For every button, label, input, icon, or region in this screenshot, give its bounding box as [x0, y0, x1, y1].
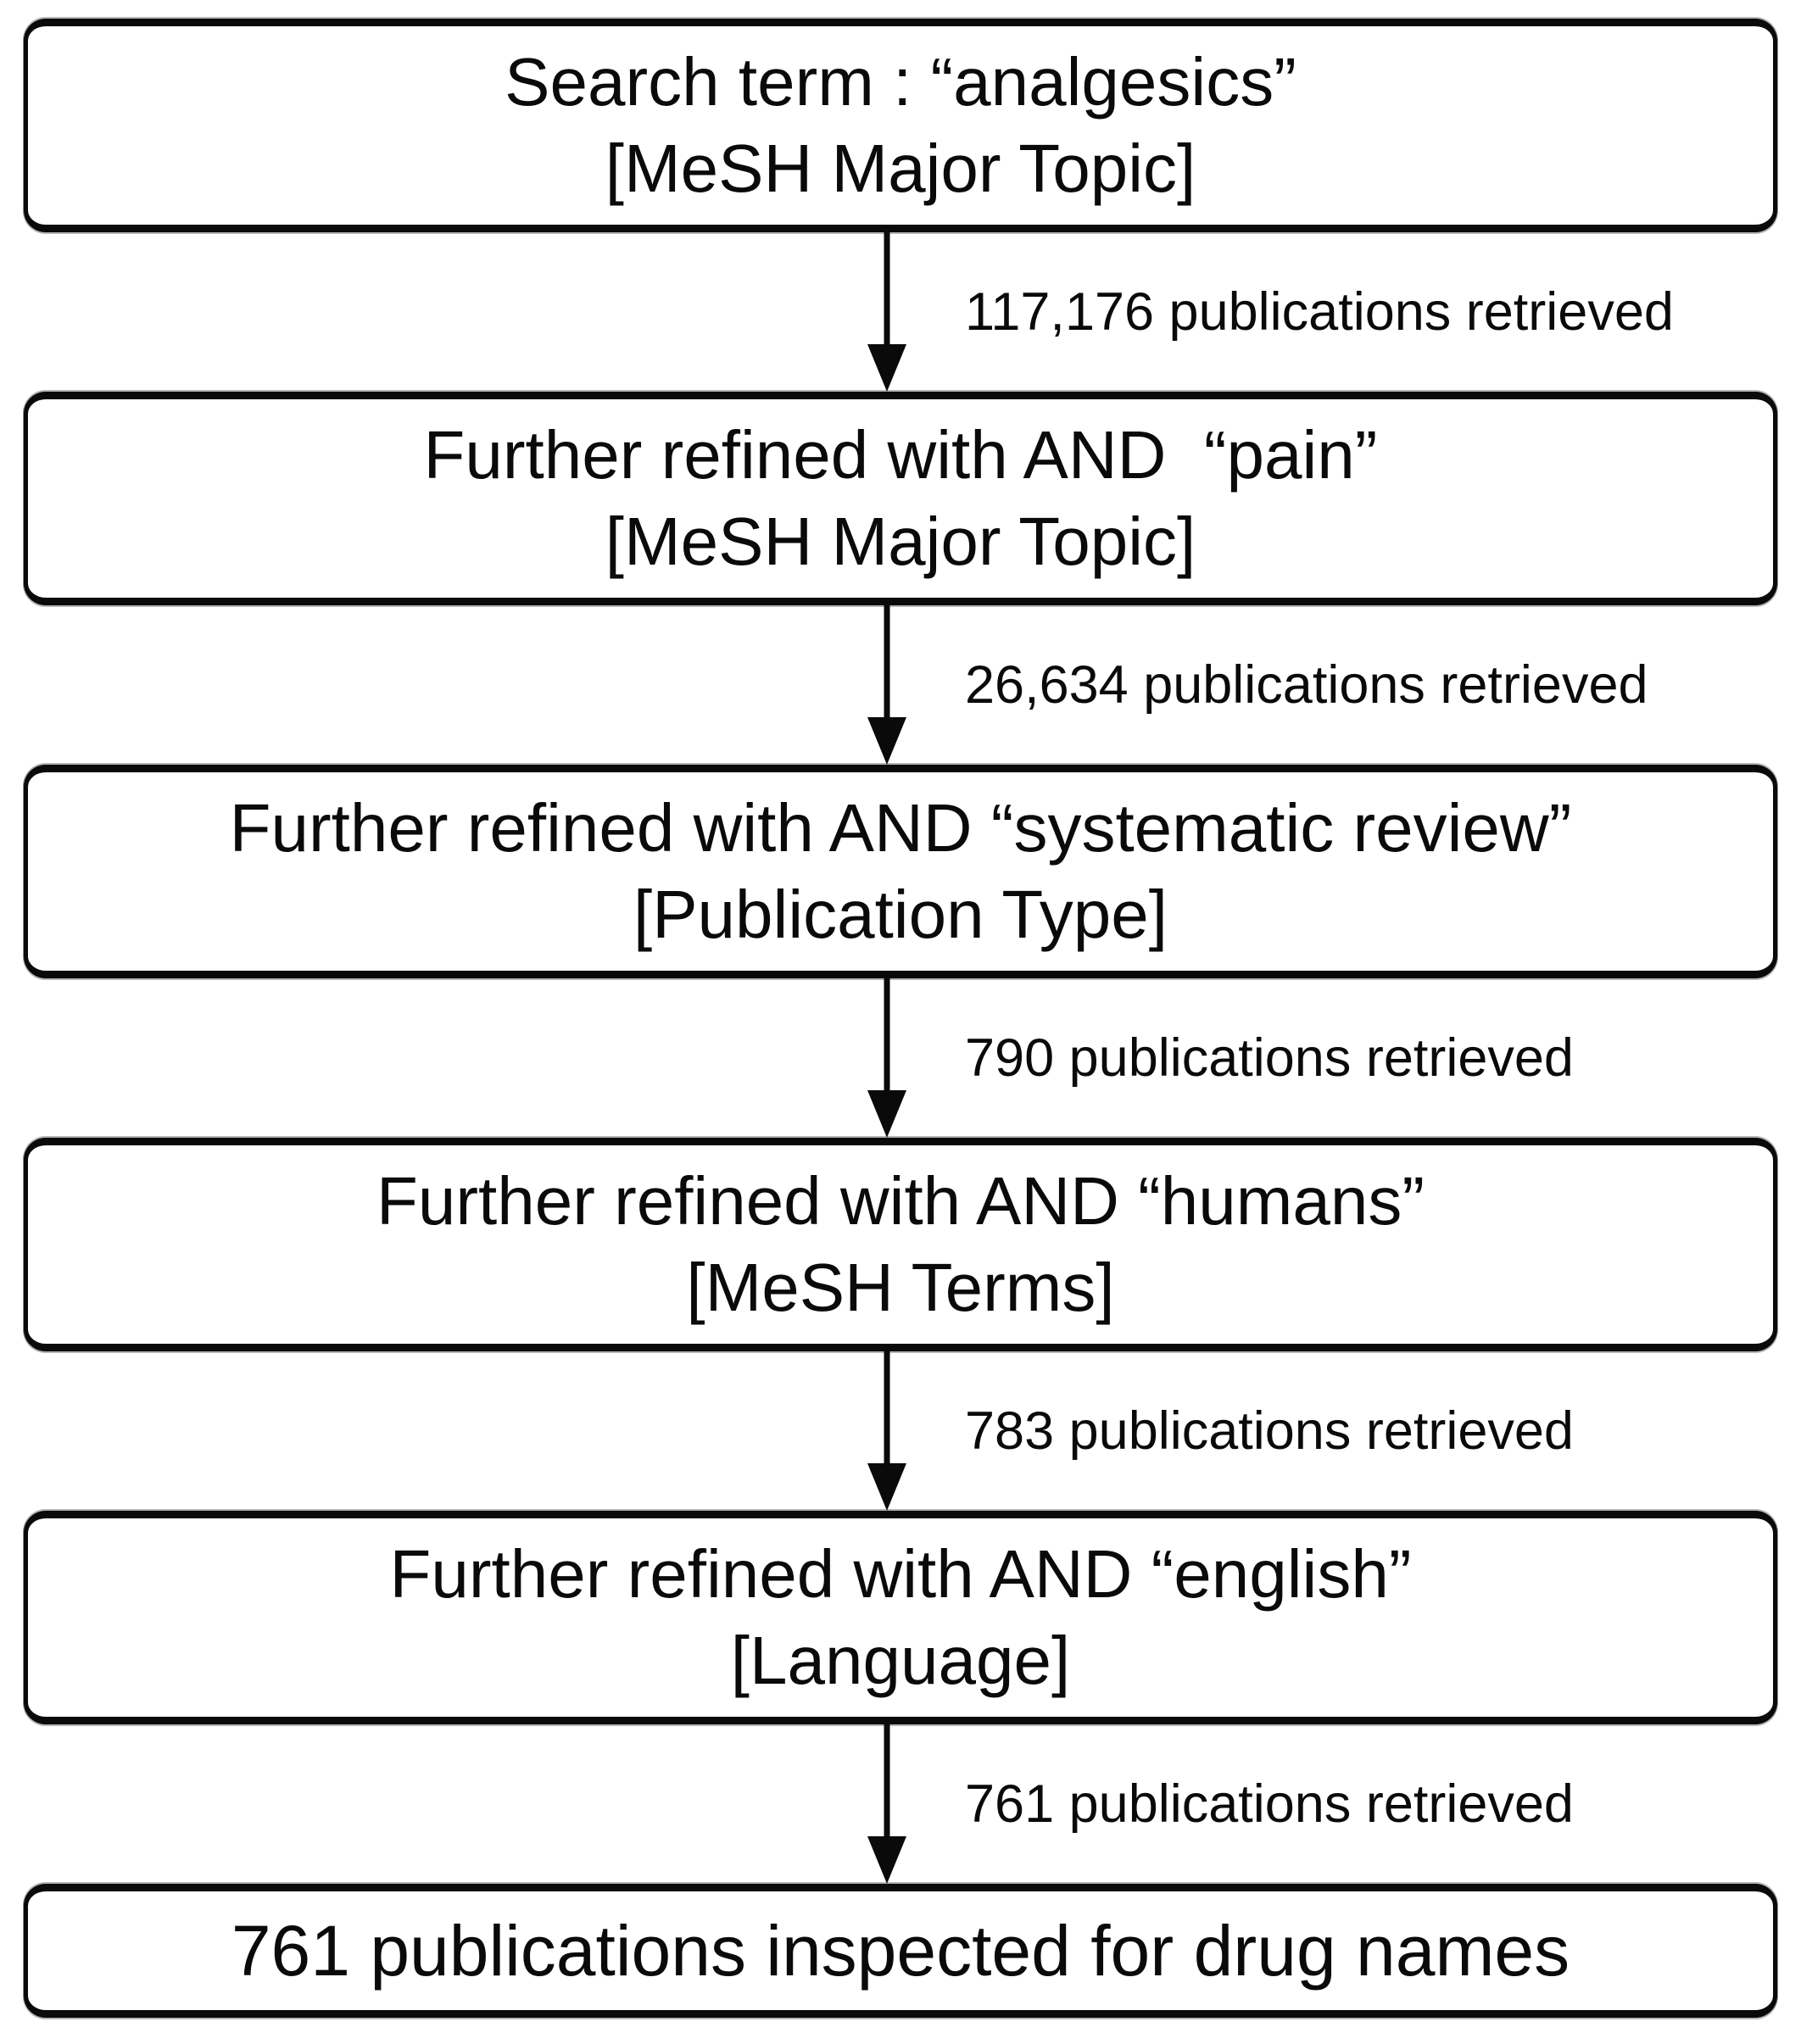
arrow-head: [867, 1090, 906, 1138]
flow-connector-2: 26,634 publications retrieved: [0, 605, 1801, 765]
box-subtitle: [MeSH Major Topic]: [605, 131, 1196, 206]
arrow-head: [867, 717, 906, 765]
retrieval-count-label: 26,634 publications retrieved: [965, 655, 1648, 715]
down-arrow-icon: [867, 232, 906, 392]
retrieval-count-label: 117,176 publications retrieved: [965, 282, 1674, 342]
arrow-shaft: [884, 978, 890, 1092]
flow-connector-4: 783 publications retrieved: [0, 1351, 1801, 1511]
down-arrow-icon: [867, 605, 906, 765]
retrieval-count-label: 790 publications retrieved: [965, 1028, 1574, 1088]
box-title: 761 publications inspected for drug name…: [231, 1910, 1570, 1991]
flow-box-refine-english: Further refined with AND “english” [Lang…: [24, 1511, 1777, 1724]
flow-connector-3: 790 publications retrieved: [0, 978, 1801, 1138]
arrow-head: [867, 344, 906, 392]
arrow-shaft: [884, 1724, 890, 1838]
arrow-shaft: [884, 1351, 890, 1465]
box-title: Further refined with AND “english”: [389, 1536, 1412, 1612]
flow-connector-5: 761 publications retrieved: [0, 1724, 1801, 1884]
box-title: Further refined with AND “pain”: [423, 417, 1378, 493]
flow-connector-1: 117,176 publications retrieved: [0, 232, 1801, 392]
down-arrow-icon: [867, 1724, 906, 1884]
flow-box-refine-humans: Further refined with AND “humans” [MeSH …: [24, 1138, 1777, 1351]
arrow-head: [867, 1463, 906, 1511]
retrieval-count-label: 761 publications retrieved: [965, 1774, 1574, 1834]
arrow-head: [867, 1836, 906, 1884]
box-title: Search term : “analgesics”: [505, 44, 1296, 120]
flow-box-search-term: Search term : “analgesics” [MeSH Major T…: [24, 19, 1777, 232]
box-subtitle: [Publication Type]: [633, 877, 1168, 952]
box-title: Further refined with AND “systematic rev…: [229, 790, 1572, 866]
box-title: Further refined with AND “humans”: [376, 1163, 1425, 1239]
retrieval-count-label: 783 publications retrieved: [965, 1401, 1574, 1461]
arrow-shaft: [884, 232, 890, 346]
down-arrow-icon: [867, 1351, 906, 1511]
flow-box-refine-pain: Further refined with AND “pain” [MeSH Ma…: [24, 392, 1777, 605]
box-subtitle: [MeSH Major Topic]: [605, 504, 1196, 579]
flow-box-final-inspected: 761 publications inspected for drug name…: [24, 1884, 1777, 2018]
flow-box-refine-systematic-review: Further refined with AND “systematic rev…: [24, 765, 1777, 978]
box-subtitle: [Language]: [730, 1623, 1071, 1698]
arrow-shaft: [884, 605, 890, 719]
box-subtitle: [MeSH Terms]: [686, 1250, 1115, 1325]
down-arrow-icon: [867, 978, 906, 1138]
